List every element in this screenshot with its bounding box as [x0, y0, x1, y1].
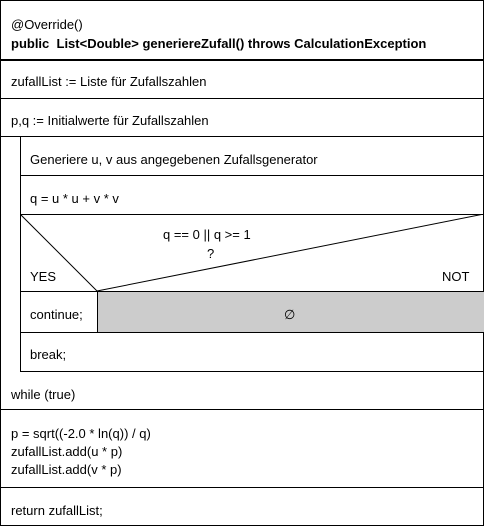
- no-branch-empty-block: [97, 292, 484, 332]
- decision-triangle: [20, 214, 484, 292]
- assign-q-block: [20, 214, 484, 215]
- method-signature: public List<Double> generiereZufall() th…: [11, 36, 427, 51]
- while-condition: while (true): [11, 387, 76, 402]
- compute-block: [0, 409, 484, 488]
- decision-yes-label: YES: [30, 269, 57, 284]
- compute-line-1: p = sqrt((-2.0 * ln(q)) / q): [11, 426, 151, 441]
- init-pq-block: [0, 98, 484, 137]
- branch-row-top-border: [20, 291, 484, 292]
- init-list-block: [0, 60, 484, 99]
- loop-body-frame: [20, 136, 484, 372]
- override-annotation: @Override(): [11, 17, 83, 32]
- compute-line-2: zufallList.add(u * p): [11, 444, 123, 459]
- generate-block: [20, 175, 484, 176]
- decision-condition: q == 0 || q >= 1: [163, 227, 251, 242]
- break-statement: break;: [30, 347, 67, 362]
- init-list-statement: zufallList := Liste für Zufallszahlen: [11, 74, 207, 89]
- generate-statement: Generiere u, v aus angegebenen Zufallsge…: [30, 152, 318, 167]
- branch-row-bottom-border: [20, 332, 484, 333]
- return-statement: return zufallList;: [11, 503, 103, 518]
- method-header-block: [0, 0, 484, 61]
- decision-no-label: NOT: [442, 269, 470, 284]
- empty-set-symbol: ∅: [284, 307, 296, 322]
- return-block: [0, 487, 484, 526]
- decision-question-mark: ?: [207, 246, 215, 261]
- init-pq-statement: p,q := Initialwerte für Zufallszahlen: [11, 113, 209, 128]
- assign-q-statement: q = u * u + v * v: [30, 191, 119, 206]
- while-loop-block: [0, 136, 484, 410]
- compute-line-3: zufallList.add(v * p): [11, 462, 122, 477]
- yes-branch-continue: continue;: [30, 307, 83, 322]
